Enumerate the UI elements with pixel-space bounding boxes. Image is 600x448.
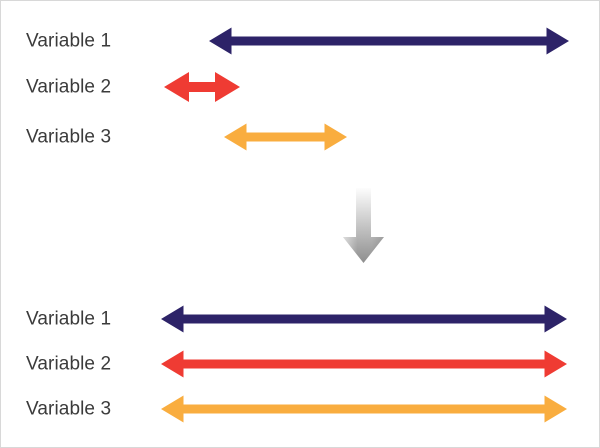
top-row-3-arrow-orange	[224, 122, 347, 153]
bottom-row-3-label: Variable 3	[26, 398, 112, 420]
top-row-3-label: Variable 3	[26, 126, 112, 148]
bottom-row-2-label: Variable 2	[26, 353, 112, 375]
bottom-row-1-label: Variable 1	[26, 308, 112, 330]
top-row-2-arrow-red	[164, 70, 240, 104]
bottom-row-1-arrow-navy	[161, 304, 567, 335]
bottom-row-3-arrow-orange	[161, 394, 567, 425]
bottom-row-2-arrow-red	[161, 349, 567, 380]
top-row-1-arrow-navy	[209, 26, 569, 57]
top-row-1-label: Variable 1	[26, 30, 112, 52]
top-row-2-label: Variable 2	[26, 76, 112, 98]
down-arrow-icon	[342, 188, 384, 263]
